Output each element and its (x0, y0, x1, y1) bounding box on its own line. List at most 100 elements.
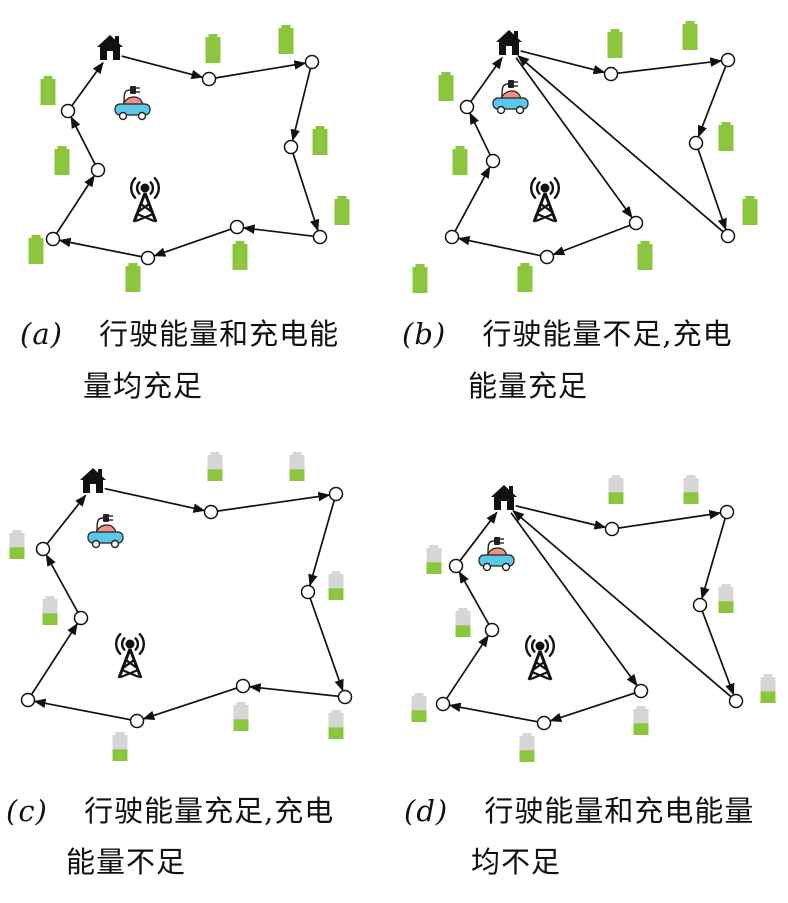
battery-icon (683, 475, 699, 504)
caption-c-label: (c) (6, 794, 48, 828)
arrow-edge (701, 611, 735, 696)
caption-b-label: (b) (402, 317, 447, 351)
caption-a-line1: 行驶能量和充电能 (99, 317, 340, 351)
battery-icon (42, 596, 58, 625)
battery-icon (426, 545, 442, 574)
battery-icon (718, 584, 734, 613)
panel-a-edges (56, 55, 320, 258)
arrow-edge (470, 56, 503, 102)
caption-c-line2: 能量不足 (66, 845, 187, 879)
battery-icon (452, 146, 468, 175)
arrow-edge (104, 487, 206, 513)
arrow-edge (515, 504, 607, 530)
electric-vehicle-icon (478, 537, 515, 572)
panel-b-edges (454, 50, 727, 257)
caption-b-line1: 行驶能量不足,充电 (482, 317, 733, 351)
radio-tower-icon (130, 177, 160, 223)
sensor-node-icon (229, 219, 245, 235)
arrow-edge (217, 491, 331, 512)
electric-vehicle-icon (492, 80, 529, 115)
arrow-edge (58, 237, 142, 258)
sensor-node-icon (485, 153, 501, 169)
sensor-node-icon (45, 231, 61, 247)
sensor-node-icon (484, 622, 500, 638)
electric-vehicle-icon (114, 86, 151, 121)
arrow-edge (469, 112, 491, 156)
panel-d (411, 475, 776, 762)
house-icon (80, 468, 106, 493)
arrow-edge (549, 692, 635, 722)
arrow-edge (215, 60, 307, 79)
panel-a-nodes (45, 54, 328, 266)
sensor-node-icon (688, 135, 704, 151)
battery-icon (233, 702, 249, 731)
sensor-node-icon (235, 678, 251, 694)
battery-icon (125, 263, 141, 292)
arrow-edge (45, 554, 79, 613)
arrow-edge (448, 702, 538, 723)
battery-icon (411, 693, 427, 722)
arrow-edge (153, 228, 231, 257)
sensor-node-icon (201, 71, 217, 87)
panel-d-edges (446, 504, 735, 723)
battery-icon (9, 530, 25, 559)
arrow-edge (71, 61, 104, 106)
arrow-edge (512, 510, 732, 698)
caption-d-line2: 均不足 (471, 845, 562, 879)
panel-a-icons (97, 35, 160, 223)
arrow-edge (70, 116, 96, 165)
arrow-edge (46, 494, 87, 545)
panel-d-nodes (435, 504, 744, 731)
battery-icon (608, 475, 624, 504)
radio-tower-icon (115, 633, 145, 679)
battery-icon (289, 452, 305, 481)
caption-d: (d) 行驶能量和充电能量 (404, 789, 754, 833)
panel-c-icons (80, 468, 145, 679)
house-icon (496, 30, 522, 55)
arrow-edge (248, 683, 339, 698)
panel-b-batteries (412, 21, 758, 293)
battery-icon (207, 452, 223, 481)
sensor-node-icon (459, 99, 475, 115)
house-icon (97, 35, 123, 60)
house-icon (491, 485, 517, 510)
arrow-edge (618, 509, 722, 529)
arrow-edge (446, 634, 489, 699)
sensor-node-icon (300, 584, 316, 600)
battery-icon (633, 706, 649, 735)
sensor-node-icon (337, 689, 353, 705)
battery-icon (328, 710, 344, 739)
sensor-node-icon (304, 54, 320, 70)
caption-d-line1: 行驶能量和充电能量 (484, 794, 755, 828)
caption-a-label: (a) (20, 317, 63, 351)
panel-c-batteries (9, 452, 344, 761)
arrow-edge (454, 166, 491, 232)
battery-icon (328, 571, 344, 600)
sensor-node-icon (140, 250, 156, 266)
panel-b (412, 21, 758, 293)
arrow-edge (56, 174, 95, 234)
battery-icon (455, 608, 471, 637)
arrow-edge (515, 57, 633, 219)
battery-icon (334, 196, 350, 225)
panel-d-batteries (411, 475, 776, 762)
sensor-node-icon (328, 486, 344, 502)
arrow-edge (142, 687, 237, 720)
arrow-edge (309, 598, 344, 692)
arrow-edge (617, 57, 723, 75)
arrow-edge (697, 149, 727, 231)
arrow-edge (31, 622, 78, 695)
sensor-node-icon (312, 229, 328, 245)
battery-icon (742, 196, 758, 225)
caption-a: (a) 行驶能量和充电能 (20, 312, 339, 356)
sensor-node-icon (448, 558, 464, 574)
caption-a-line2: 量均充足 (83, 369, 204, 403)
arrow-edge (292, 153, 320, 232)
panel-c-edges (31, 487, 344, 721)
battery-icon (718, 122, 734, 151)
caption-b: (b) 行驶能量不足,充电 (402, 312, 733, 356)
sensor-node-icon (35, 541, 51, 557)
battery-icon (760, 674, 776, 703)
sensor-node-icon (692, 597, 708, 613)
